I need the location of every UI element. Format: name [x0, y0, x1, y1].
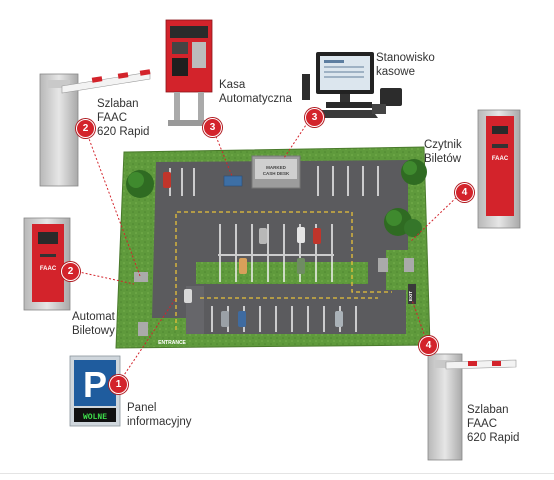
label-info-panel-line2: informacyjny [127, 416, 192, 428]
label-cashier-line2: kasowe [376, 66, 415, 78]
entrance-label: ENTRANCE [158, 340, 186, 346]
connector-info-panel [117, 297, 177, 385]
parking-lot-map: MARKED CASH DESK ENTRANCE EXIT [115, 146, 431, 349]
label-barrier-bottom-line1: Szlaban [467, 404, 509, 416]
connector-reader [409, 191, 463, 243]
label-barrier-bottom: Szlaban FAAC 620 Rapid [467, 403, 519, 445]
exit-label: EXIT [408, 291, 413, 301]
badge-cashier: 3 [305, 108, 324, 127]
panel-letter: P [83, 364, 107, 405]
label-barrier-top-line3: 620 Rapid [97, 126, 150, 138]
badge-pay-station: 3 [203, 118, 222, 137]
connector-ticket-machine [69, 269, 135, 285]
badge-barrier-bottom: 4 [419, 336, 438, 355]
label-cashier: Stanowisko kasowe [376, 51, 435, 79]
connector-pay-station [212, 128, 233, 177]
lot-gates: ENTRANCE EXIT [134, 258, 416, 346]
badge-barrier-top: 2 [76, 119, 95, 138]
lot-grass-island [196, 262, 368, 284]
connector-lines [69, 118, 463, 385]
badge-info-panel: 1 [109, 375, 128, 394]
cash-desk-building: MARKED CASH DESK [223, 155, 301, 189]
label-ticket-machine: Automat Biletowy [72, 310, 115, 338]
label-pay-station-line1: Kasa [219, 79, 246, 91]
barrier-top-device [39, 69, 151, 187]
label-reader: Czytnik Biletów [424, 138, 462, 166]
label-ticket-machine-line1: Automat [72, 311, 115, 323]
traffic-route [175, 211, 392, 330]
lot-asphalt [152, 160, 408, 334]
building-label-line1: MARKED [266, 165, 286, 170]
building-label-line2: CASH DESK [263, 171, 290, 176]
panel-display: WOLNE [83, 413, 107, 422]
ticket-machine-faac-logo: FAAC [40, 266, 57, 272]
label-pay-station: Kasa Automatyczna [219, 78, 292, 106]
trees [126, 159, 427, 237]
badge-reader: 4 [455, 183, 474, 202]
label-reader-line1: Czytnik [424, 139, 462, 151]
stall-lines [169, 166, 379, 332]
label-pay-station-line2: Automatyczna [219, 93, 292, 105]
label-info-panel: Panel informacyjny [127, 401, 192, 429]
label-barrier-top-line1: Szlaban [97, 98, 139, 110]
label-ticket-machine-line2: Biletowy [72, 325, 115, 337]
parked-cars [163, 172, 343, 327]
label-cashier-line1: Stanowisko [376, 52, 435, 64]
bottom-divider [0, 473, 554, 474]
label-barrier-top: Szlaban FAAC 620 Rapid [97, 97, 149, 139]
ticket-machine-device: FAAC [23, 217, 71, 311]
barrier-bottom-device [427, 353, 517, 461]
pay-station-device [165, 19, 213, 126]
reader-faac-logo: FAAC [492, 156, 509, 162]
ticket-reader-device: FAAC [477, 109, 521, 229]
cashier-workstation-device [302, 52, 402, 118]
label-barrier-top-line2: FAAC [97, 112, 128, 124]
label-info-panel-line1: Panel [127, 402, 157, 414]
label-barrier-bottom-line3: 620 Rapid [467, 432, 520, 444]
label-reader-line2: Biletów [424, 153, 462, 165]
label-barrier-bottom-line2: FAAC [467, 418, 498, 430]
badge-ticket-machine: 2 [61, 262, 80, 281]
